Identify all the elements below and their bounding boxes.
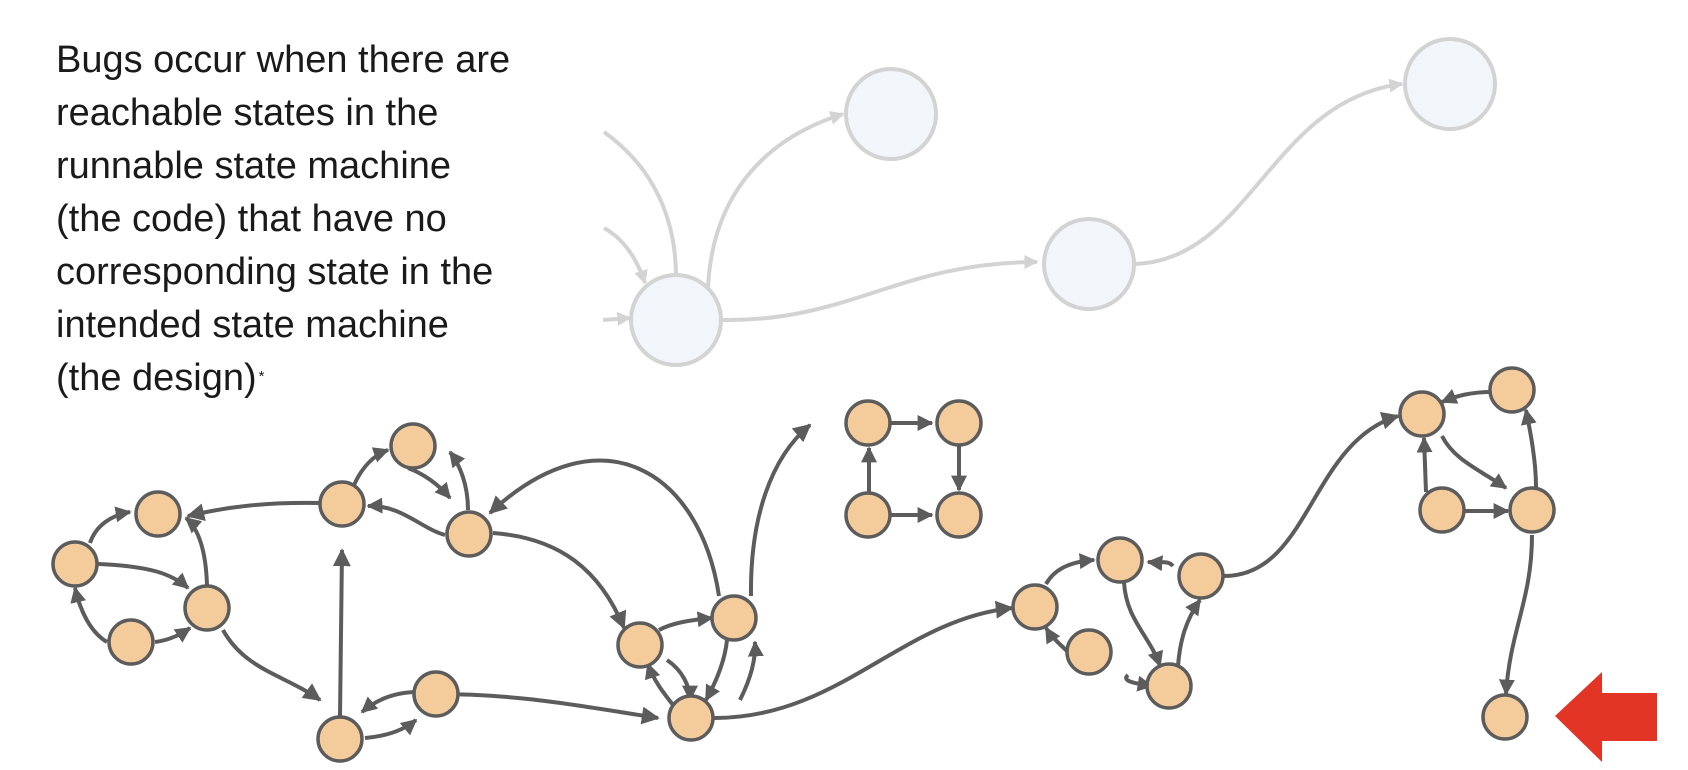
caption-line-text: (the design) — [56, 357, 257, 399]
runnable-edge — [407, 466, 452, 500]
runnable-state-node — [710, 594, 758, 642]
intended-edge — [602, 130, 678, 278]
runnable-state-node — [412, 670, 460, 718]
runnable-state-node — [844, 399, 892, 447]
runnable-edge — [748, 423, 812, 597]
runnable-edge — [1520, 408, 1538, 488]
runnable-edge — [665, 658, 698, 702]
caption-line: (the design)* — [56, 352, 616, 405]
intended-edge — [1132, 78, 1404, 266]
runnable-edge — [352, 447, 390, 486]
runnable-edge — [1498, 534, 1534, 696]
intended-edge — [602, 311, 632, 326]
runnable-edge — [1146, 555, 1175, 572]
runnable-state-node — [1481, 693, 1529, 741]
runnable-state-node — [316, 715, 364, 763]
arrow-left-icon — [1555, 672, 1657, 762]
caption-line: (the code) that have no — [56, 198, 447, 240]
runnable-state-node — [1177, 552, 1225, 600]
runnable-edge — [1416, 436, 1433, 493]
caption-line: intended state machine — [56, 304, 449, 346]
runnable-state-node — [389, 422, 437, 470]
runnable-state-node — [1145, 662, 1193, 710]
runnable-edge — [332, 548, 351, 717]
intended-edge — [721, 255, 1039, 323]
runnable-state-node — [107, 618, 155, 666]
runnable-edge — [221, 629, 322, 702]
runnable-state-machine-edges — [70, 388, 1538, 740]
runnable-edge — [658, 611, 714, 632]
intended-state-node — [844, 67, 938, 161]
runnable-edge — [366, 497, 446, 537]
runnable-edge — [1223, 411, 1400, 578]
runnable-state-node — [1398, 390, 1446, 438]
runnable-edge — [488, 458, 721, 597]
runnable-edge — [364, 718, 418, 740]
runnable-state-node — [134, 490, 182, 538]
caption-line: reachable states in the — [56, 92, 439, 134]
runnable-edge — [1176, 598, 1202, 667]
runnable-state-node — [183, 584, 231, 632]
intended-edge — [706, 111, 845, 289]
runnable-edge — [154, 626, 192, 644]
runnable-state-node — [318, 480, 366, 528]
runnable-state-node — [1418, 486, 1466, 534]
runnable-state-node — [445, 510, 493, 558]
runnable-edge — [1044, 553, 1096, 586]
runnable-state-node — [616, 621, 664, 669]
caption-line: Bugs occur when there are — [56, 39, 511, 81]
runnable-edge — [70, 586, 109, 644]
runnable-edge — [184, 516, 209, 586]
runnable-edge — [448, 450, 470, 511]
intended-state-machine — [602, 37, 1497, 367]
runnable-edge — [186, 500, 321, 522]
runnable-edge — [88, 506, 132, 544]
intended-state-node — [629, 273, 723, 367]
runnable-state-node — [935, 491, 983, 539]
runnable-state-node — [1011, 583, 1059, 631]
runnable-state-node — [1065, 628, 1113, 676]
caption-line: corresponding state in the — [56, 251, 494, 293]
runnable-edge — [360, 690, 419, 714]
intended-state-node — [1403, 37, 1497, 131]
runnable-edge — [1440, 435, 1508, 490]
runnable-edge — [97, 562, 190, 590]
runnable-edge — [492, 531, 627, 630]
runnable-edge — [713, 600, 1014, 720]
runnable-edge — [435, 692, 660, 725]
runnable-state-node — [51, 540, 99, 588]
caption-text: Bugs occur when there are reachable stat… — [56, 34, 616, 405]
runnable-state-node — [844, 491, 892, 539]
runnable-edge — [738, 640, 764, 701]
intended-edge — [602, 226, 648, 285]
runnable-state-machine-nodes — [51, 366, 1556, 763]
runnable-state-node — [667, 694, 715, 742]
runnable-state-node — [1508, 486, 1556, 534]
runnable-edge — [1440, 388, 1493, 404]
runnable-edge — [704, 639, 729, 702]
intended-state-node — [1042, 217, 1136, 311]
caption-line: runnable state machine — [56, 145, 452, 187]
runnable-edge — [1044, 626, 1070, 654]
runnable-state-node — [1096, 536, 1144, 584]
runnable-state-node — [1488, 366, 1536, 414]
runnable-state-node — [935, 399, 983, 447]
footnote-mark: * — [258, 368, 265, 385]
runnable-edge — [1122, 581, 1164, 668]
